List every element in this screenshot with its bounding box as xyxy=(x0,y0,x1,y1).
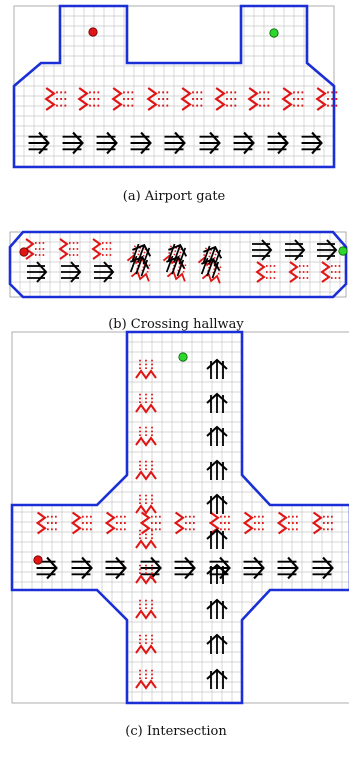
agent-chevron xyxy=(208,511,231,535)
agent-chevron xyxy=(180,87,204,111)
agent-arrow xyxy=(129,255,150,277)
agent-arrow xyxy=(206,528,228,549)
caption-c: (c) Intersection xyxy=(125,724,227,739)
agent-chevron xyxy=(311,511,334,535)
agent-chevron xyxy=(135,634,157,655)
agent-arrow xyxy=(206,425,228,446)
agent-arrow xyxy=(71,556,93,580)
agent-chevron xyxy=(135,359,157,380)
agent-chevron xyxy=(111,87,135,111)
agent-chevron xyxy=(135,599,157,620)
panel-airport-gate: (a) Airport gate xyxy=(12,4,339,204)
wall-outline xyxy=(8,230,348,299)
agent-arrow xyxy=(285,239,306,261)
agent-flows xyxy=(35,358,334,690)
start-marker xyxy=(33,555,43,565)
agent-chevron xyxy=(44,87,68,111)
agent-arrow xyxy=(105,556,127,580)
agent-chevron xyxy=(35,511,58,535)
agent-arrow xyxy=(94,261,115,283)
agent-arrow xyxy=(252,239,273,261)
agent-chevron xyxy=(135,529,157,550)
agent-chevron xyxy=(135,460,157,481)
agent-chevron xyxy=(91,238,112,260)
wall-outline xyxy=(12,4,336,169)
agent-chevron xyxy=(247,87,271,111)
start-marker xyxy=(19,247,29,257)
agent-chevron xyxy=(104,511,127,535)
goal-marker xyxy=(269,28,279,38)
agent-chevron xyxy=(320,261,341,283)
agent-flows xyxy=(28,87,339,155)
agent-chevron xyxy=(255,261,276,283)
agent-chevron xyxy=(276,511,299,535)
goal-marker xyxy=(338,246,348,256)
agent-arrow xyxy=(243,556,265,580)
caption-a: (a) Airport gate xyxy=(123,189,226,204)
agent-arrow xyxy=(174,556,196,580)
agent-arrow xyxy=(206,563,228,584)
agent-arrow xyxy=(206,598,228,619)
agent-arrow xyxy=(317,239,338,261)
agent-arrow xyxy=(206,459,228,480)
agent-chevron xyxy=(70,511,93,535)
goal-marker xyxy=(178,352,188,362)
wall-outline xyxy=(10,330,349,705)
grid xyxy=(12,332,349,703)
panel-intersection: (c) Intersection xyxy=(10,330,349,739)
agent-arrow xyxy=(206,358,228,379)
agent-arrow xyxy=(277,556,299,580)
agent-arrow xyxy=(27,261,48,283)
caption-b: (b) Crossing hallway xyxy=(108,317,244,332)
grid-frame xyxy=(11,331,349,704)
agent-flows xyxy=(24,238,341,284)
agent-chevron xyxy=(135,669,157,690)
agent-chevron xyxy=(281,87,305,111)
agent-chevron xyxy=(242,511,265,535)
agent-chevron xyxy=(135,564,157,585)
agent-chevron xyxy=(214,87,238,111)
agent-chevron xyxy=(135,426,157,447)
agent-arrow xyxy=(28,131,50,155)
start-marker xyxy=(88,27,98,37)
agent-chevron xyxy=(173,511,196,535)
agent-chevron xyxy=(135,494,157,515)
agent-arrow xyxy=(96,131,118,155)
agent-chevron xyxy=(315,87,339,111)
agent-arrow xyxy=(164,131,186,155)
agent-arrow xyxy=(61,261,82,283)
agent-chevron xyxy=(58,238,79,260)
agent-chevron xyxy=(288,261,309,283)
agent-arrow xyxy=(206,392,228,413)
agent-chevron xyxy=(77,87,101,111)
agent-arrow xyxy=(36,556,58,580)
panel-crossing-hallway: (b) Crossing hallway xyxy=(8,230,348,332)
agent-arrow xyxy=(301,131,323,155)
agent-chevron xyxy=(135,393,157,414)
agent-arrow xyxy=(206,668,228,689)
agent-arrow xyxy=(165,255,186,277)
agent-arrow xyxy=(200,257,221,279)
agent-arrow xyxy=(206,633,228,654)
agent-arrow xyxy=(206,493,228,514)
agent-arrow xyxy=(62,131,84,155)
agent-arrow xyxy=(199,131,221,155)
agent-arrow xyxy=(312,556,334,580)
agent-arrow xyxy=(140,556,162,580)
agent-arrow xyxy=(130,131,152,155)
agent-arrow xyxy=(131,243,152,265)
agent-arrow xyxy=(267,131,289,155)
agent-arrow xyxy=(233,131,255,155)
agent-chevron xyxy=(146,87,170,111)
